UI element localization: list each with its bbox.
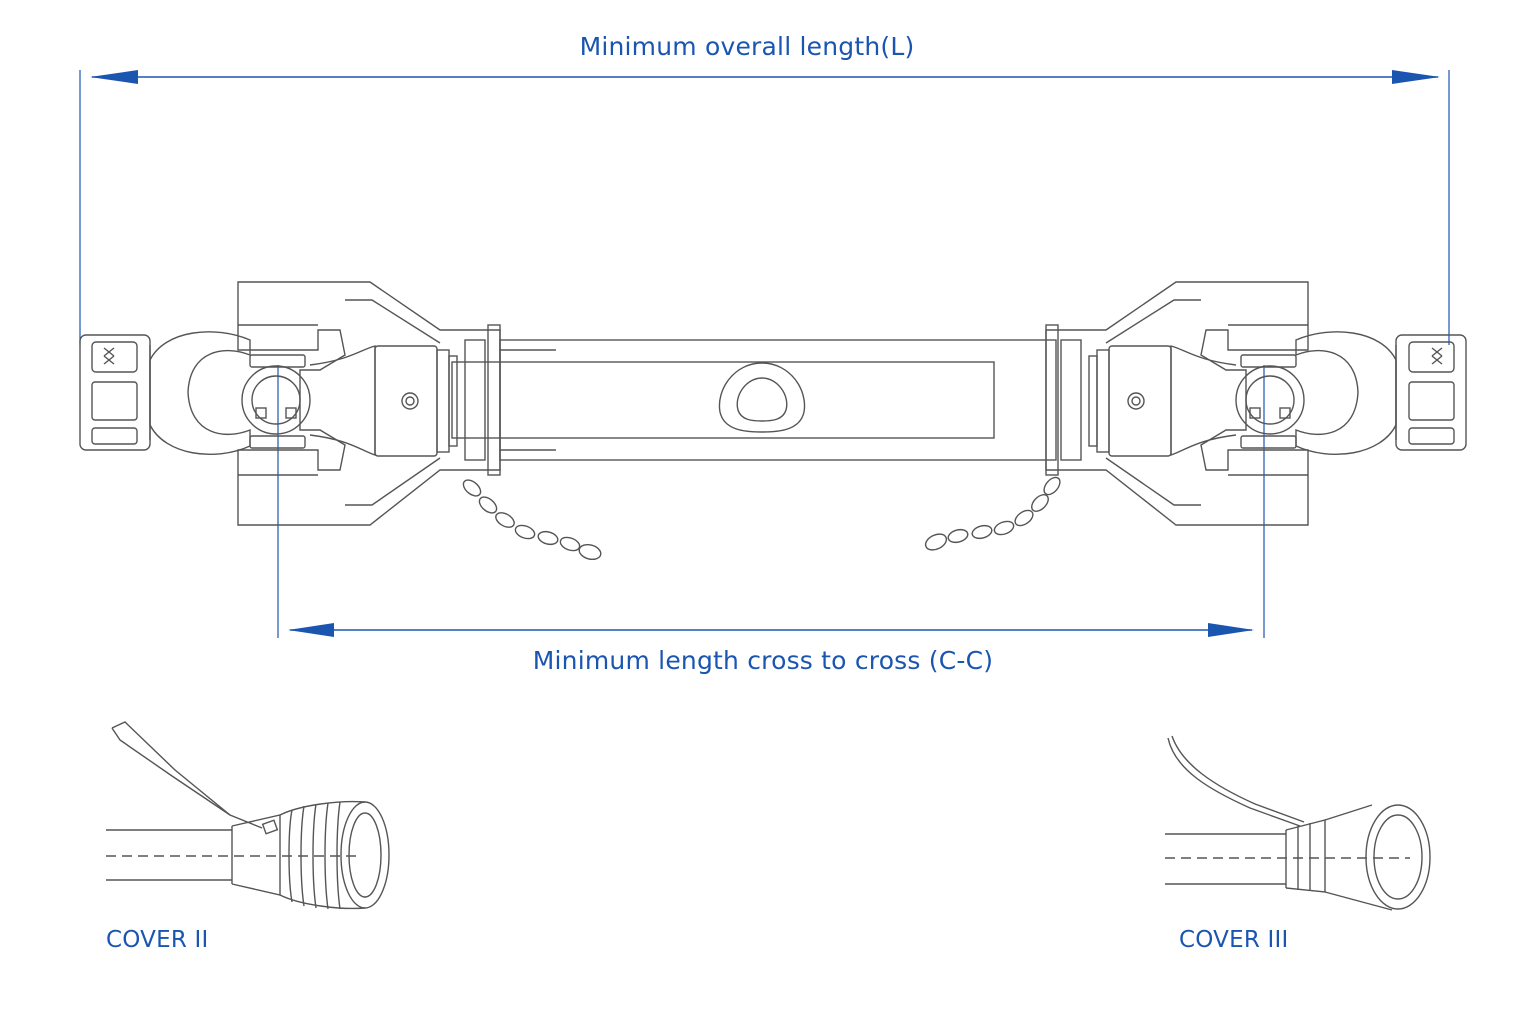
dimension-lines bbox=[79, 70, 1450, 638]
cross-to-cross-label: Minimum length cross to cross (C-C) bbox=[532, 646, 994, 675]
pto-shaft bbox=[79, 281, 1467, 561]
overall-length-label: Minimum overall length(L) bbox=[579, 32, 915, 61]
cover-2-label: COVER II bbox=[106, 927, 209, 953]
cover-3-label: COVER III bbox=[1179, 927, 1289, 953]
cover-3-illustration bbox=[1165, 735, 1431, 911]
cover-2-illustration bbox=[106, 721, 390, 910]
